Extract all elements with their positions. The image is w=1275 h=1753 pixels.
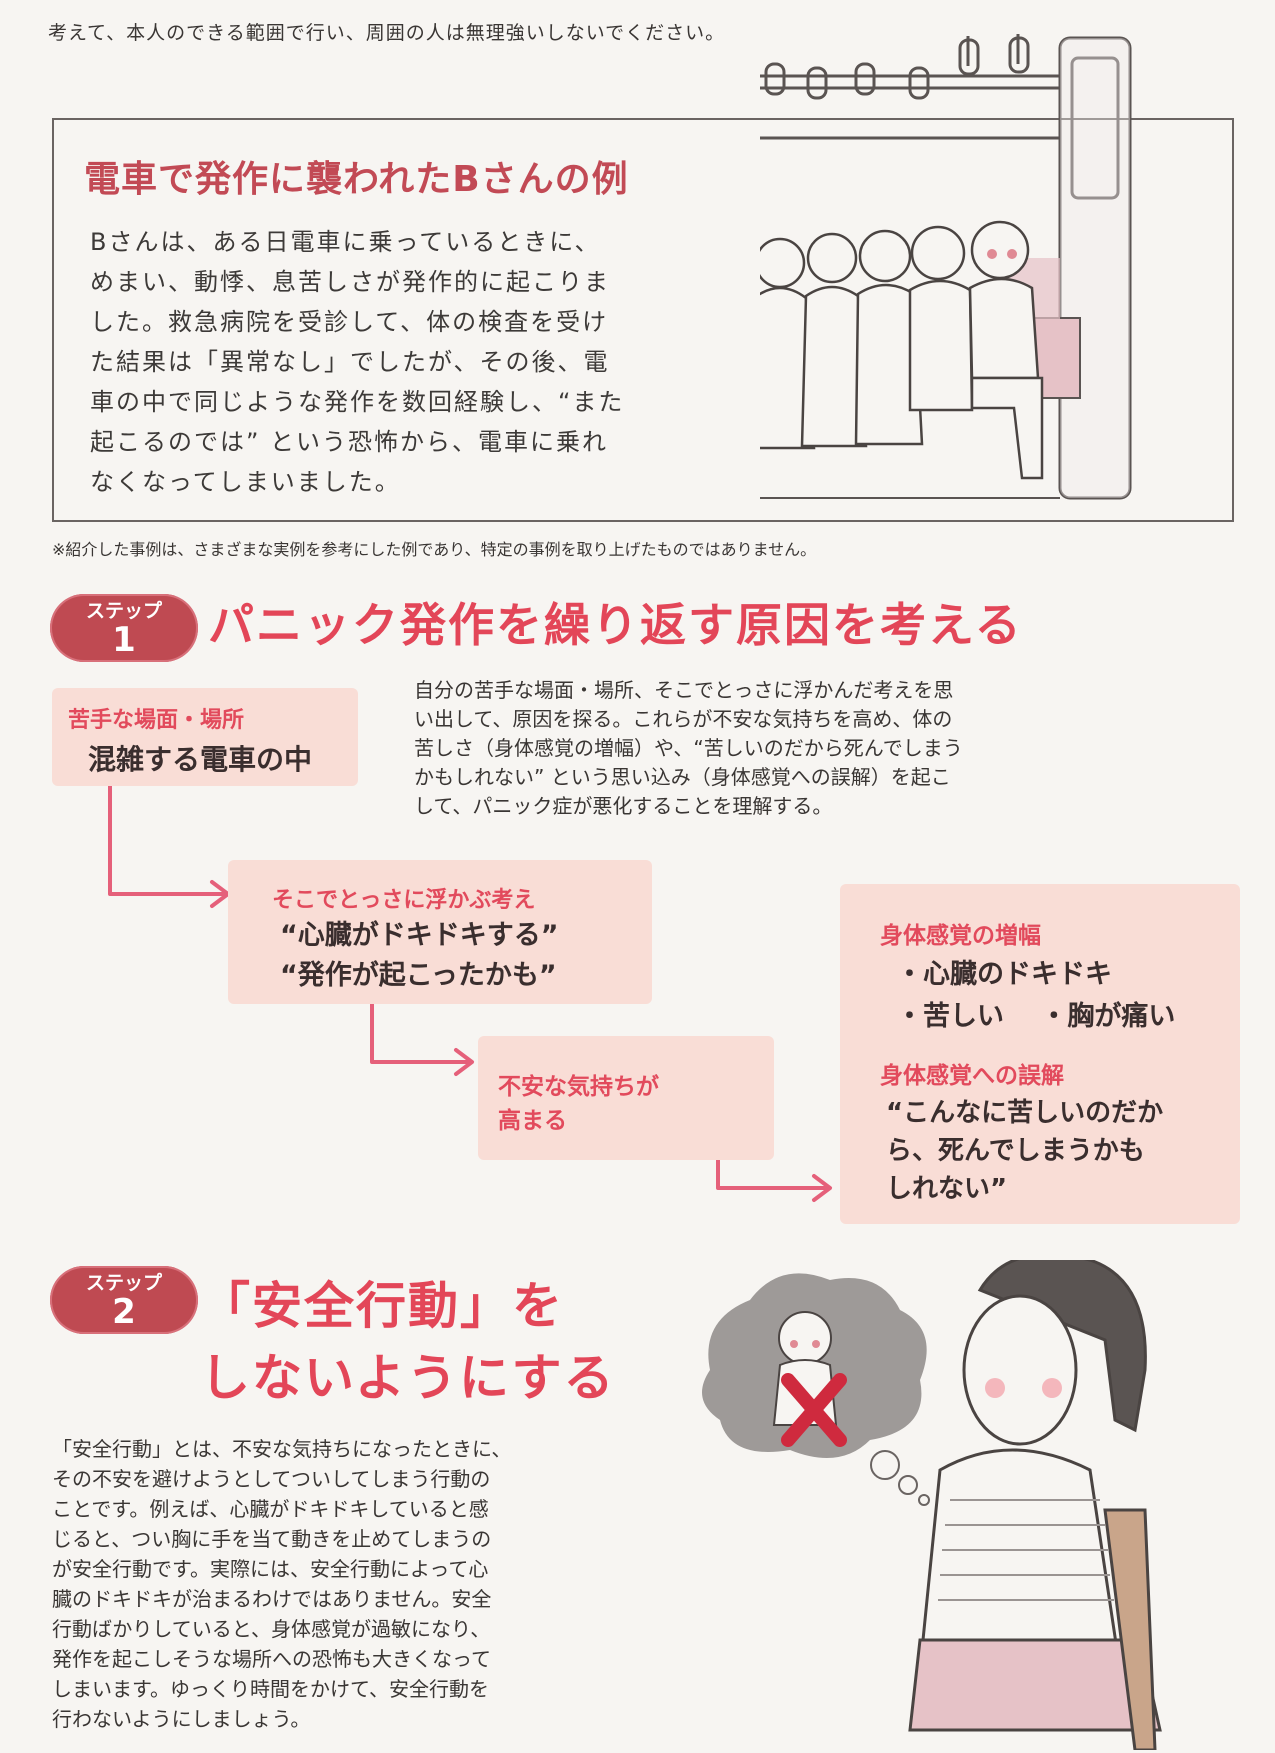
desc-line: じると、つい胸に手を当て動きを止めてしまうの <box>52 1527 492 1551</box>
step2-heading: 「安全行動」を しないようにする <box>200 1270 616 1414</box>
step1-badge-number: 1 <box>112 620 136 660</box>
misinterpretation-label: 身体感覚への誤解 <box>880 1063 1064 1089</box>
arrow-place-to-thought <box>108 784 228 896</box>
mis-line: しれない” <box>886 1174 1008 1204</box>
step2-heading-line: しないようにする <box>200 1349 616 1407</box>
step1-badge: ステップ 1 <box>50 594 198 662</box>
place-label: 苦手な場面・場所 <box>68 708 245 733</box>
desc-line: が安全行動です。実際には、安全行動によって心 <box>52 1557 489 1581</box>
desc-line: 「安全行動」とは、不安な気持ちになったときに、 <box>52 1437 512 1461</box>
desc-line: して、パニック症が悪化することを理解する。 <box>414 794 833 818</box>
amplification-item: ・心臓のドキドキ <box>896 959 1112 990</box>
thought-quote: “発作が起こったかも” <box>280 960 557 991</box>
desc-line: 行動ばかりしていると、身体感覚が過敏になり、 <box>52 1617 491 1641</box>
thought-quotes: “心臓がドキドキする” “発作が起こったかも” <box>280 916 559 996</box>
arrow-anxiety-to-body <box>716 1158 830 1190</box>
desc-line: 発作を起こしそうな場所への恐怖も大きくなって <box>52 1647 491 1671</box>
box-body-sensation: 身体感覚の増幅 ・心臓のドキドキ ・苦しい ・胸が痛い 身体感覚への誤解 “こん… <box>840 884 1240 1224</box>
thought-quote: “心臓がドキドキする” <box>280 920 559 951</box>
desc-line: 臓のドキドキが治まるわけではありません。安全 <box>52 1587 492 1611</box>
case-line: 車の中で同じような発作を数回経験し、“また <box>90 388 625 416</box>
desc-line: ことです。例えば、心臓がドキドキしていると感 <box>52 1497 489 1521</box>
desc-line: その不安を避けようとしてついしてしまう行動の <box>52 1467 491 1491</box>
disclaimer-note: ※紹介した事例は、さまざまな実例を参考にした例であり、特定の事例を取り上げたもの… <box>52 540 817 559</box>
anxiety-text: 不安な気持ちが 高まる <box>498 1070 659 1138</box>
case-line: た結果は「異常なし」でしたが、その後、電 <box>90 348 610 376</box>
intro-line: 考えて、本人のできる範囲で行い、周囲の人は無理強いしないでください。 <box>48 22 726 44</box>
step1-heading: パニック発作を繰り返す原因を考える <box>208 598 1023 652</box>
box-immediate-thought: そこでとっさに浮かぶ考え “心臓がドキドキする” “発作が起こったかも” <box>228 860 652 1004</box>
step1-description: 自分の苦手な場面・場所、そこでとっさに浮かんだ考えを思 い出して、原因を探る。こ… <box>414 676 1034 821</box>
step1-badge-label: ステップ <box>85 600 162 622</box>
case-box <box>52 118 1234 522</box>
misinterpretation-quote: “こんなに苦しいのだか ら、死んでしまうかも しれない” <box>886 1094 1163 1208</box>
anxiety-line: 高まる <box>498 1108 567 1134</box>
amplification-item: ・苦しい ・胸が痛い <box>896 1001 1176 1032</box>
arrow-head <box>812 1174 832 1202</box>
case-line: めまい、動悸、息苦しさが発作的に起こりま <box>90 268 610 296</box>
arrow-head <box>454 1048 474 1076</box>
arrow-thought-to-anxiety <box>370 1002 472 1064</box>
box-difficult-place: 苦手な場面・場所 混雑する電車の中 <box>52 688 358 786</box>
step2-description: 「安全行動」とは、不安な気持ちになったときに、 その不安を避けようとしてついして… <box>52 1434 562 1734</box>
anxiety-line: 不安な気持ちが <box>498 1074 659 1100</box>
step2-badge-number: 2 <box>112 1292 136 1332</box>
step2-heading-line: 「安全行動」を <box>200 1277 564 1335</box>
thought-label: そこでとっさに浮かぶ考え <box>272 888 536 913</box>
train-passengers-illustration <box>760 34 1132 500</box>
case-title: 電車で発作に襲われたBさんの例 <box>84 159 629 200</box>
desc-line: かもしれない” という思い込み（身体感覚への誤解）を起こ <box>414 765 951 789</box>
place-value: 混雑する電車の中 <box>88 743 313 776</box>
woman-sitting-illustration <box>702 1260 1162 1750</box>
desc-line: しまいます。ゆっくり時間をかけて、安全行動を <box>52 1677 489 1701</box>
desc-line: 行わないようにしましょう。 <box>52 1707 311 1731</box>
case-line: なくなってしまいました。 <box>90 468 401 496</box>
step2-badge: ステップ 2 <box>50 1266 198 1334</box>
case-line: Bさんは、ある日電車に乗っているときに、 <box>90 228 601 256</box>
step2-badge-label: ステップ <box>85 1272 162 1294</box>
amplification-label: 身体感覚の増幅 <box>880 923 1041 949</box>
case-line: した。救急病院を受診して、体の検査を受け <box>90 308 609 336</box>
mis-line: ら、死んでしまうかも <box>886 1136 1145 1166</box>
cross-mark-icon <box>781 1373 847 1447</box>
mis-line: “こんなに苦しいのだか <box>886 1098 1164 1128</box>
thought-bubble-icon <box>702 1273 930 1506</box>
desc-line: 自分の苦手な場面・場所、そこでとっさに浮かんだ考えを思 <box>414 678 954 702</box>
desc-line: い出して、原因を探る。これらが不安な気持ちを高め、体の <box>414 707 953 731</box>
desc-line: 苦しさ（身体感覚の増幅）や、“苦しいのだから死んでしまう <box>414 736 963 760</box>
case-line: 起こるのでは” という恐怖から、電車に乗れ <box>90 428 609 456</box>
case-body: Bさんは、ある日電車に乗っているときに、 めまい、動悸、息苦しさが発作的に起こり… <box>90 222 630 502</box>
amplification-list: ・心臓のドキドキ ・苦しい ・胸が痛い <box>896 954 1175 1038</box>
box-anxiety-rises: 不安な気持ちが 高まる <box>478 1036 774 1160</box>
